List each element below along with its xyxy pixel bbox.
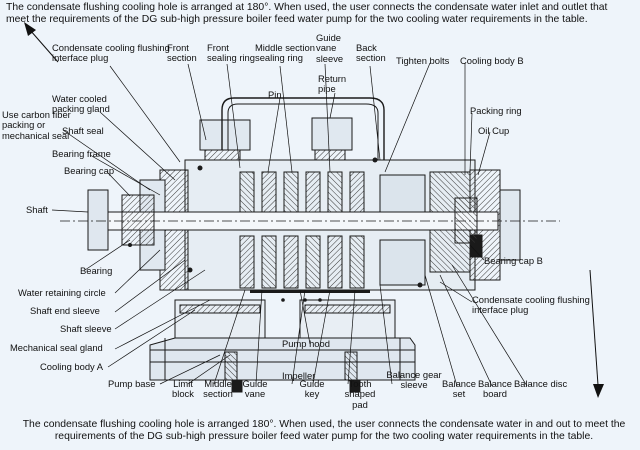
label-return-pipe: Return pipe: [318, 73, 347, 95]
label-condensate-cooling-plug-left: Condensate cooling flushing interface pl…: [52, 42, 170, 64]
label-limit-block: Limit block: [172, 378, 194, 400]
label-guide-vane-sleeve: Guide vane sleeve: [316, 32, 344, 64]
label-tooth-shaped-pad: Tooth shaped pad: [344, 378, 376, 410]
large-arrow-top-left: [24, 22, 59, 63]
label-balance-set: Balance set: [442, 378, 476, 400]
label-bearing-frame: Bearing frame: [52, 148, 111, 159]
label-bearing-cap: Bearing cap: [64, 165, 115, 176]
label-balance-gear-sleeve: Balance gear sleeve: [386, 369, 442, 391]
label-pin: Pin: [268, 89, 282, 100]
label-middle-section: Middle section: [203, 378, 233, 400]
label-cooling-body-b: Cooling body B: [460, 55, 524, 66]
label-cooling-body-a: Cooling body A: [40, 361, 104, 372]
label-guide-vane: Guide vane: [242, 378, 268, 400]
label-balance-disc: Balance disc: [514, 378, 568, 389]
label-bearing: Bearing: [80, 265, 113, 276]
label-front-sealing-ring: Front sealing ring: [207, 42, 255, 64]
label-mechanical-seal-gland: Mechanical seal gland: [10, 342, 103, 353]
leader-lines: [51, 62, 528, 387]
label-impeller: Impeller: [282, 370, 316, 381]
label-pump-hood: Pump hood: [282, 338, 330, 349]
label-condensate-cooling-plug-right: Condensate cooling flushing interface pl…: [472, 294, 590, 316]
label-shaft: Shaft: [26, 204, 48, 215]
label-guide-key: Guide key: [299, 378, 325, 400]
label-pump-base: Pump base: [108, 378, 156, 389]
label-bearing-cap-b: Bearing cap B: [484, 255, 543, 266]
label-shaft-end-sleeve: Shaft end sleeve: [30, 305, 100, 316]
label-tighten-bolts: Tighten bolts: [396, 55, 450, 66]
bolts-drawing: [128, 157, 423, 302]
label-front-section: Front section: [167, 42, 197, 64]
label-shaft-sleeve: Shaft sleeve: [60, 323, 112, 334]
label-balance-board: Balance board: [478, 378, 512, 400]
top-note: The condensate flushing cooling hole is …: [6, 2, 608, 25]
stage-impellers-drawing: [239, 171, 426, 289]
large-arrow-bottom-right: [589, 269, 604, 398]
label-packing-ring: Packing ring: [470, 105, 522, 116]
label-oil-cup: Oil Cup: [478, 125, 510, 136]
label-back-section: Back section: [356, 42, 386, 64]
label-middle-section-sealing-ring: Middle section sealing ring: [255, 42, 315, 64]
label-use-carbon-fiber: Use carbon fiber packing or mechanical s…: [2, 109, 71, 141]
label-shaft-seal: Shaft seal: [62, 125, 104, 136]
label-water-retaining-circle: Water retaining circle: [18, 287, 106, 298]
shaft-drawing: [60, 189, 560, 251]
bottom-note: The condensate flushing cooling hole is …: [22, 419, 626, 442]
label-water-cooled-packing-gland: Water cooled packing gland: [52, 93, 110, 115]
